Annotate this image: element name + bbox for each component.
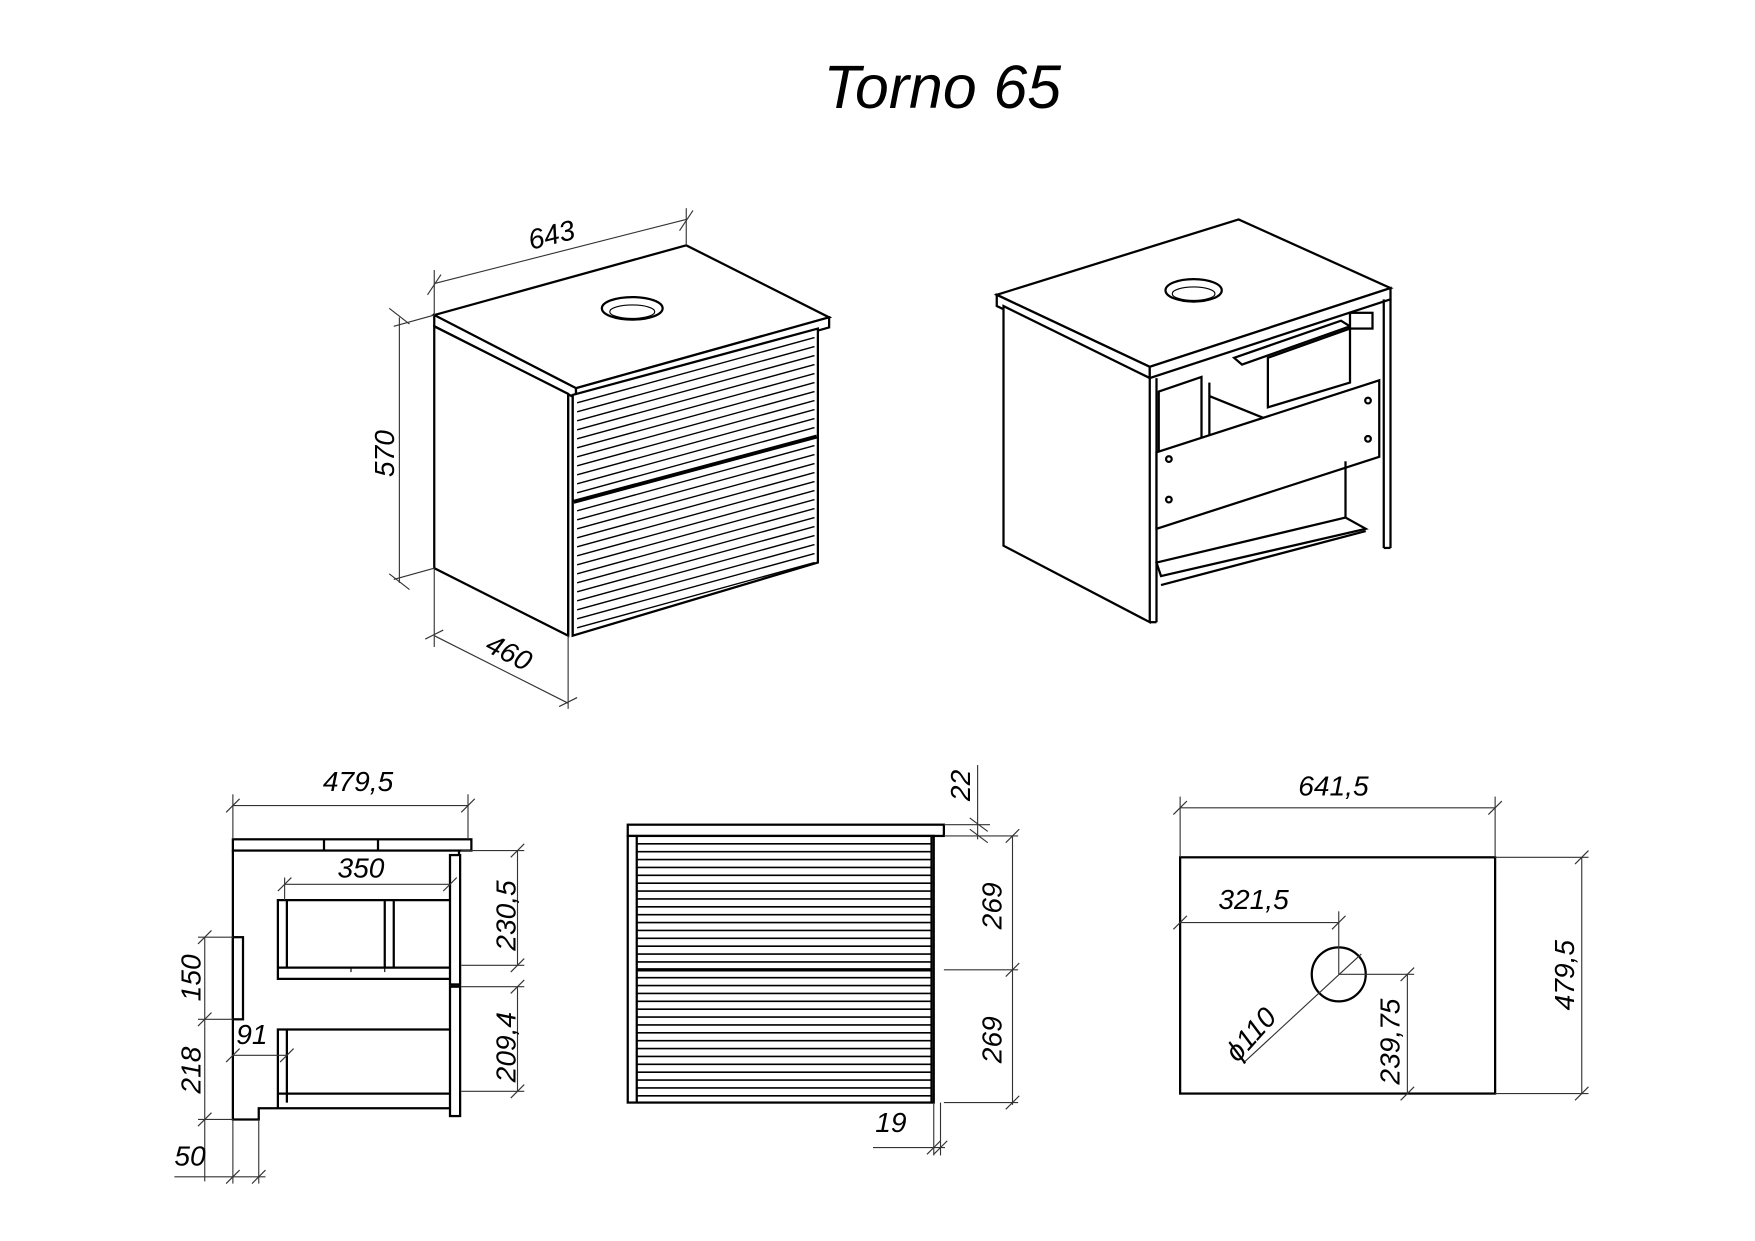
dim-recess-91: 91	[236, 1019, 267, 1050]
dim-upper-230-5: 230,5	[490, 880, 521, 952]
dim-height-570: 570	[369, 430, 400, 477]
drawing-title: Torno 65	[824, 53, 1062, 121]
front-view: 22 269 269 19	[626, 765, 1020, 1156]
dim-hole-y-239-75: 239,75	[1375, 998, 1406, 1085]
dim-offset-218: 218	[175, 1046, 206, 1094]
dim-hole-x-321-5: 321,5	[1218, 884, 1289, 915]
dim-top-depth-479-5: 479,5	[1549, 940, 1580, 1011]
dim-front-19: 19	[875, 1107, 907, 1138]
dim-upper-front-269: 269	[976, 882, 1007, 930]
iso-back-view	[993, 218, 1394, 625]
dim-lower-209-4: 209,4	[490, 1012, 521, 1083]
dim-siphon-150: 150	[175, 954, 206, 1001]
dim-depth-460: 460	[481, 628, 537, 677]
top-view: 641,5 321,5 479,5 239,75 ϕ110	[1172, 770, 1589, 1101]
dim-lower-front-269: 269	[976, 1016, 1007, 1064]
dim-top-width-641-5: 641,5	[1298, 770, 1369, 801]
iso-front-view: 643 570 460	[369, 208, 833, 709]
side-section-view: 479,5 350 230,5 209,4 150 218 91 50	[174, 766, 525, 1184]
dim-depth-479-5: 479,5	[323, 766, 394, 797]
dim-top-22: 22	[945, 769, 976, 802]
dim-bottom-50: 50	[174, 1141, 206, 1172]
dim-inner-350: 350	[338, 853, 385, 884]
